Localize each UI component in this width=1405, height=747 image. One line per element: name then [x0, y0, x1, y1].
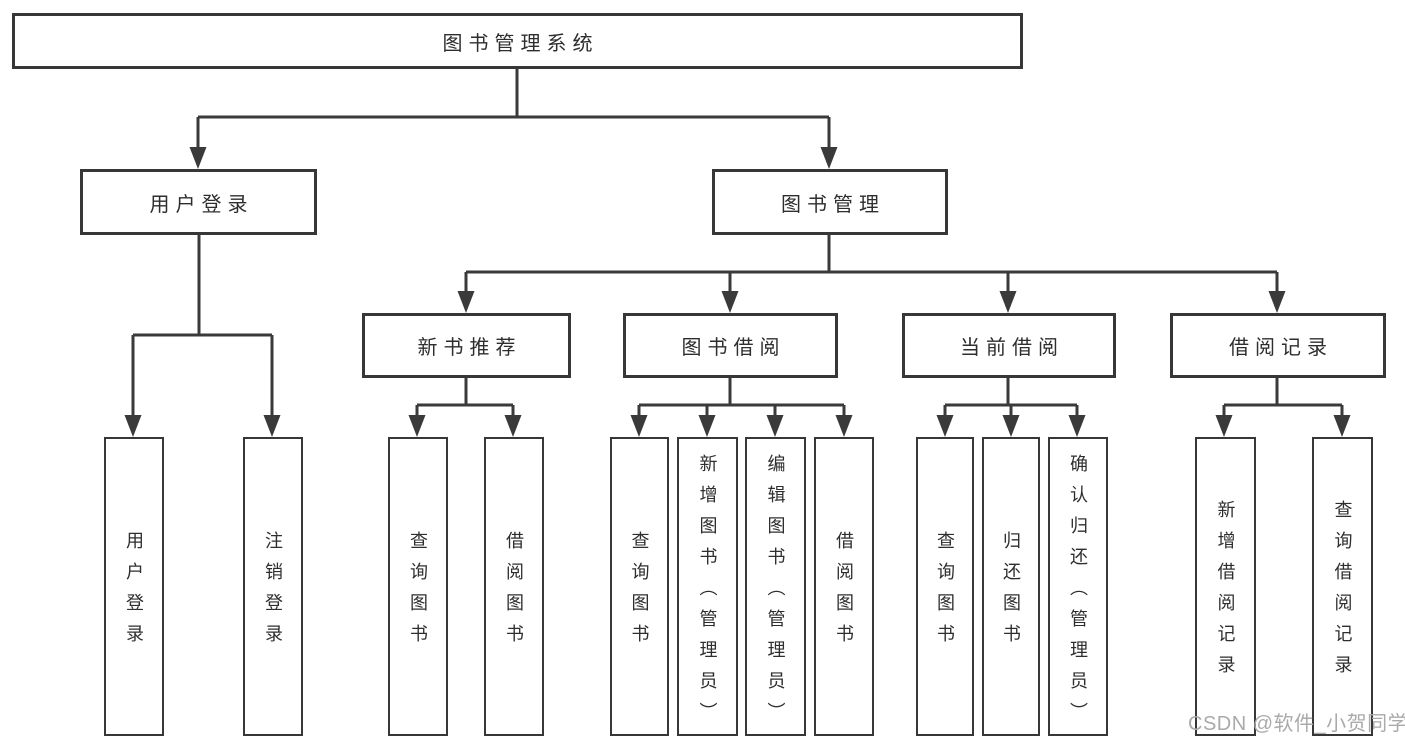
arrowhead: [721, 291, 739, 313]
leaf-query-books-borrowing: 查询图书: [610, 437, 669, 736]
leaf-query-borrow-record: 查询借阅记录: [1312, 437, 1373, 736]
connector-path: [131, 234, 274, 420]
node-label: 新书推荐: [417, 337, 522, 359]
connector-path: [196, 68, 831, 152]
leaf-edit-books-admin: 编辑图书（管理员）: [745, 437, 806, 736]
arrowhead: [1068, 415, 1086, 437]
leaf-label: 借阅图书: [834, 531, 854, 655]
connector-path: [1222, 377, 1344, 420]
node-book-borrowing: 图书借阅: [623, 313, 838, 378]
leaf-add-books-admin: 新增图书（管理员）: [677, 437, 738, 736]
node-label: 用户登录: [149, 193, 254, 216]
leaf-borrow-books: 借阅图书: [814, 437, 874, 736]
node-label: 图书借阅: [681, 337, 786, 359]
connector-path: [464, 234, 1279, 296]
leaf-user-login: 用户登录: [104, 437, 164, 736]
leaf-borrow-books-recommend: 借阅图书: [484, 437, 544, 736]
arrowhead: [457, 291, 475, 313]
leaf-logout: 注销登录: [243, 437, 303, 736]
arrowhead: [1333, 415, 1351, 437]
arrowhead: [820, 147, 838, 169]
connector-path: [415, 377, 515, 420]
leaf-query-books-recommend: 查询图书: [388, 437, 448, 736]
arrowhead: [124, 415, 142, 437]
node-book-management: 图书管理: [712, 169, 948, 235]
arrowhead: [835, 415, 853, 437]
leaf-label: 借阅图书: [504, 531, 524, 655]
node-current-borrowing: 当前借阅: [902, 313, 1116, 378]
node-system-root: 图书管理系统: [12, 13, 1023, 69]
arrowhead: [1215, 415, 1233, 437]
leaf-add-borrow-record: 新增借阅记录: [1195, 437, 1256, 736]
node-new-book-recommend: 新书推荐: [362, 313, 571, 378]
node-label: 图书管理: [781, 193, 885, 216]
node-label: 图书管理系统: [442, 32, 599, 55]
leaf-label: 查询图书: [408, 531, 428, 655]
arrowhead: [630, 415, 648, 437]
leaf-label: 新增图书（管理员）: [697, 453, 718, 733]
leaf-label: 归还图书: [1001, 531, 1021, 655]
leaf-label: 用户登录: [124, 531, 144, 655]
leaf-query-books-current: 查询图书: [916, 437, 974, 736]
leaf-label: 新增借阅记录: [1215, 500, 1236, 686]
connector-path: [943, 377, 1079, 420]
leaf-label: 编辑图书（管理员）: [765, 453, 786, 733]
connector-path: [637, 377, 846, 420]
node-user-login: 用户登录: [80, 169, 317, 235]
node-label: 借阅记录: [1229, 337, 1333, 359]
leaf-label: 查询借阅记录: [1332, 500, 1353, 686]
arrowhead: [504, 415, 522, 437]
leaf-label: 查询图书: [935, 531, 955, 655]
leaf-label: 查询图书: [629, 531, 650, 655]
leaf-return-books: 归还图书: [982, 437, 1040, 736]
arrowhead: [263, 415, 281, 437]
arrowhead: [936, 415, 954, 437]
node-label: 当前借阅: [960, 337, 1064, 359]
arrowhead: [1002, 415, 1020, 437]
arrowhead: [408, 415, 426, 437]
arrowhead: [766, 415, 784, 437]
leaf-confirm-return-admin: 确认归还（管理员）: [1048, 437, 1108, 736]
arrowhead: [189, 147, 207, 169]
node-borrow-records: 借阅记录: [1170, 313, 1386, 378]
arrowhead: [698, 415, 716, 437]
leaf-label: 确认归还（管理员）: [1068, 453, 1088, 733]
watermark: CSDN @软件_小贺同学: [1188, 713, 1405, 735]
leaf-label: 注销登录: [263, 531, 283, 655]
arrowhead: [999, 291, 1017, 313]
arrowhead: [1268, 291, 1286, 313]
